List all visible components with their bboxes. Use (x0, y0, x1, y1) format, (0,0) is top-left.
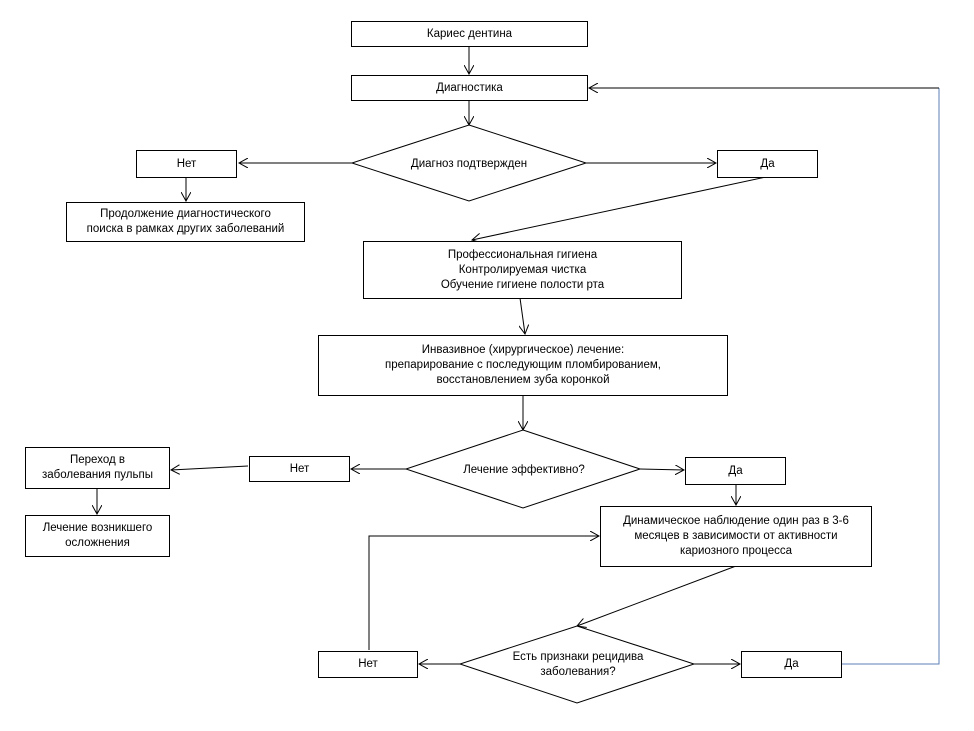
node-continue-search: Продолжение диагностического поиска в ра… (66, 202, 305, 242)
node-hygiene: Профессиональная гигиена Контролируемая … (363, 241, 682, 299)
node-complication-treatment-label: Лечение возникшего осложнения (42, 522, 153, 549)
node-yes-3: Да (741, 651, 842, 678)
node-complication-treatment: Лечение возникшего осложнения (25, 515, 170, 557)
node-yes-1: Да (717, 150, 818, 178)
node-yes-2-label: Да (728, 464, 743, 477)
diamond-recurrence-signs (458, 625, 696, 704)
node-yes-1-label: Да (760, 157, 775, 170)
node-no-1-label: Нет (176, 157, 197, 170)
node-pulp-transition: Переход в заболевания пульпы (25, 447, 170, 489)
node-invasive: Инвазивное (хирургическое) лечение: преп… (318, 335, 728, 396)
edge-no-loop-observation (368, 536, 599, 650)
node-diagnostics: Диагностика (351, 75, 588, 101)
edge-hygiene-invasive (520, 297, 525, 334)
node-invasive-label: Инвазивное (хирургическое) лечение: преп… (385, 344, 661, 386)
node-continue-search-label: Продолжение диагностического поиска в ра… (86, 208, 285, 235)
node-no-3-label: Нет (358, 658, 378, 670)
node-no-2-label: Нет (289, 462, 310, 475)
edge-yes-hygiene (472, 176, 767, 240)
node-observation: Динамическое наблюдение один раз в 3-6 м… (600, 506, 872, 567)
edge-no-pulp (171, 466, 249, 470)
node-yes-3-label: Да (784, 658, 799, 670)
node-observation-label: Динамическое наблюдение один раз в 3-6 м… (623, 515, 849, 557)
node-pulp-transition-label: Переход в заболевания пульпы (42, 454, 153, 481)
diamond-diagnosis-confirmed (350, 124, 588, 202)
node-diagnostics-label: Диагностика (436, 81, 503, 94)
diamond-treatment-effective (404, 429, 642, 509)
node-hygiene-label: Профессиональная гигиена Контролируемая … (440, 248, 605, 291)
edge-yes-loop-diagnostics (842, 88, 940, 665)
edge-effective-yes (639, 469, 684, 470)
node-no-3: Нет (318, 651, 418, 678)
node-caries-label: Кариес дентина (426, 27, 513, 40)
node-yes-2: Да (685, 457, 786, 485)
node-no-2: Нет (249, 456, 350, 482)
node-caries: Кариес дентина (351, 21, 588, 47)
edge-observation-recurrence (577, 565, 737, 626)
node-no-1: Нет (136, 150, 237, 178)
